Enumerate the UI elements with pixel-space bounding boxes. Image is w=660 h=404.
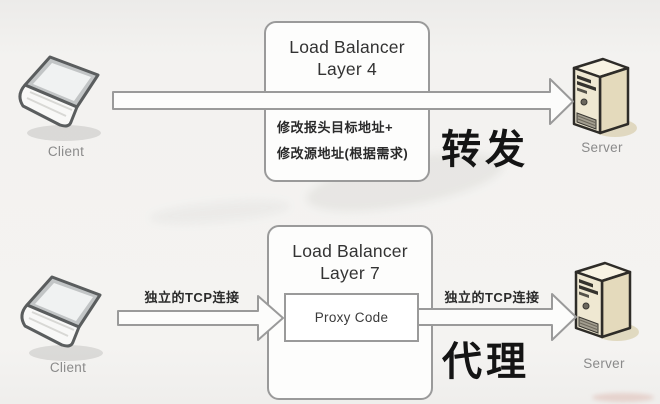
- load-balancer-layer7-box: Load Balancer Layer 7 Proxy Code: [267, 225, 433, 400]
- watermark-smudge: [592, 393, 654, 402]
- proxy-code-label: Proxy Code: [314, 310, 389, 325]
- server-tower-icon: [572, 57, 637, 137]
- box-title-line1: Load Balancer: [289, 37, 405, 57]
- layer4-note-line2: 修改源地址(根据需求): [277, 146, 409, 161]
- layer4-note-line1: 修改报头目标地址+: [277, 120, 394, 135]
- client-label: Client: [49, 360, 87, 375]
- box-title-line2: Layer 4: [317, 59, 377, 79]
- box-title-line1: Load Balancer: [292, 241, 408, 261]
- tcp-connection-right-arrow-icon: [417, 293, 577, 341]
- watermark-smudge: [149, 195, 291, 229]
- forwarding-mode-label: 转发: [441, 128, 529, 172]
- proxy-mode-label: 代理: [442, 340, 530, 384]
- tcp-connection-left-label: 独立的TCP连接: [144, 290, 240, 305]
- tcp-connection-right-label: 独立的TCP连接: [444, 290, 540, 305]
- tcp-connection-left-arrow-icon: [117, 295, 284, 341]
- client-laptop-icon: [20, 275, 103, 361]
- client-laptop-icon: [18, 55, 101, 141]
- server-label: Server: [583, 356, 625, 371]
- server-label: Server: [581, 140, 623, 155]
- box-title-line2: Layer 7: [320, 263, 380, 283]
- client-label: Client: [47, 144, 85, 159]
- forwarding-arrow-icon: [112, 78, 574, 125]
- proxy-code-box: Proxy Code: [284, 293, 419, 342]
- load-balancer-layer7-title: Load Balancer Layer 7: [269, 227, 431, 284]
- load-balancer-layer4-title: Load Balancer Layer 4: [266, 23, 428, 80]
- server-tower-icon: [574, 261, 639, 341]
